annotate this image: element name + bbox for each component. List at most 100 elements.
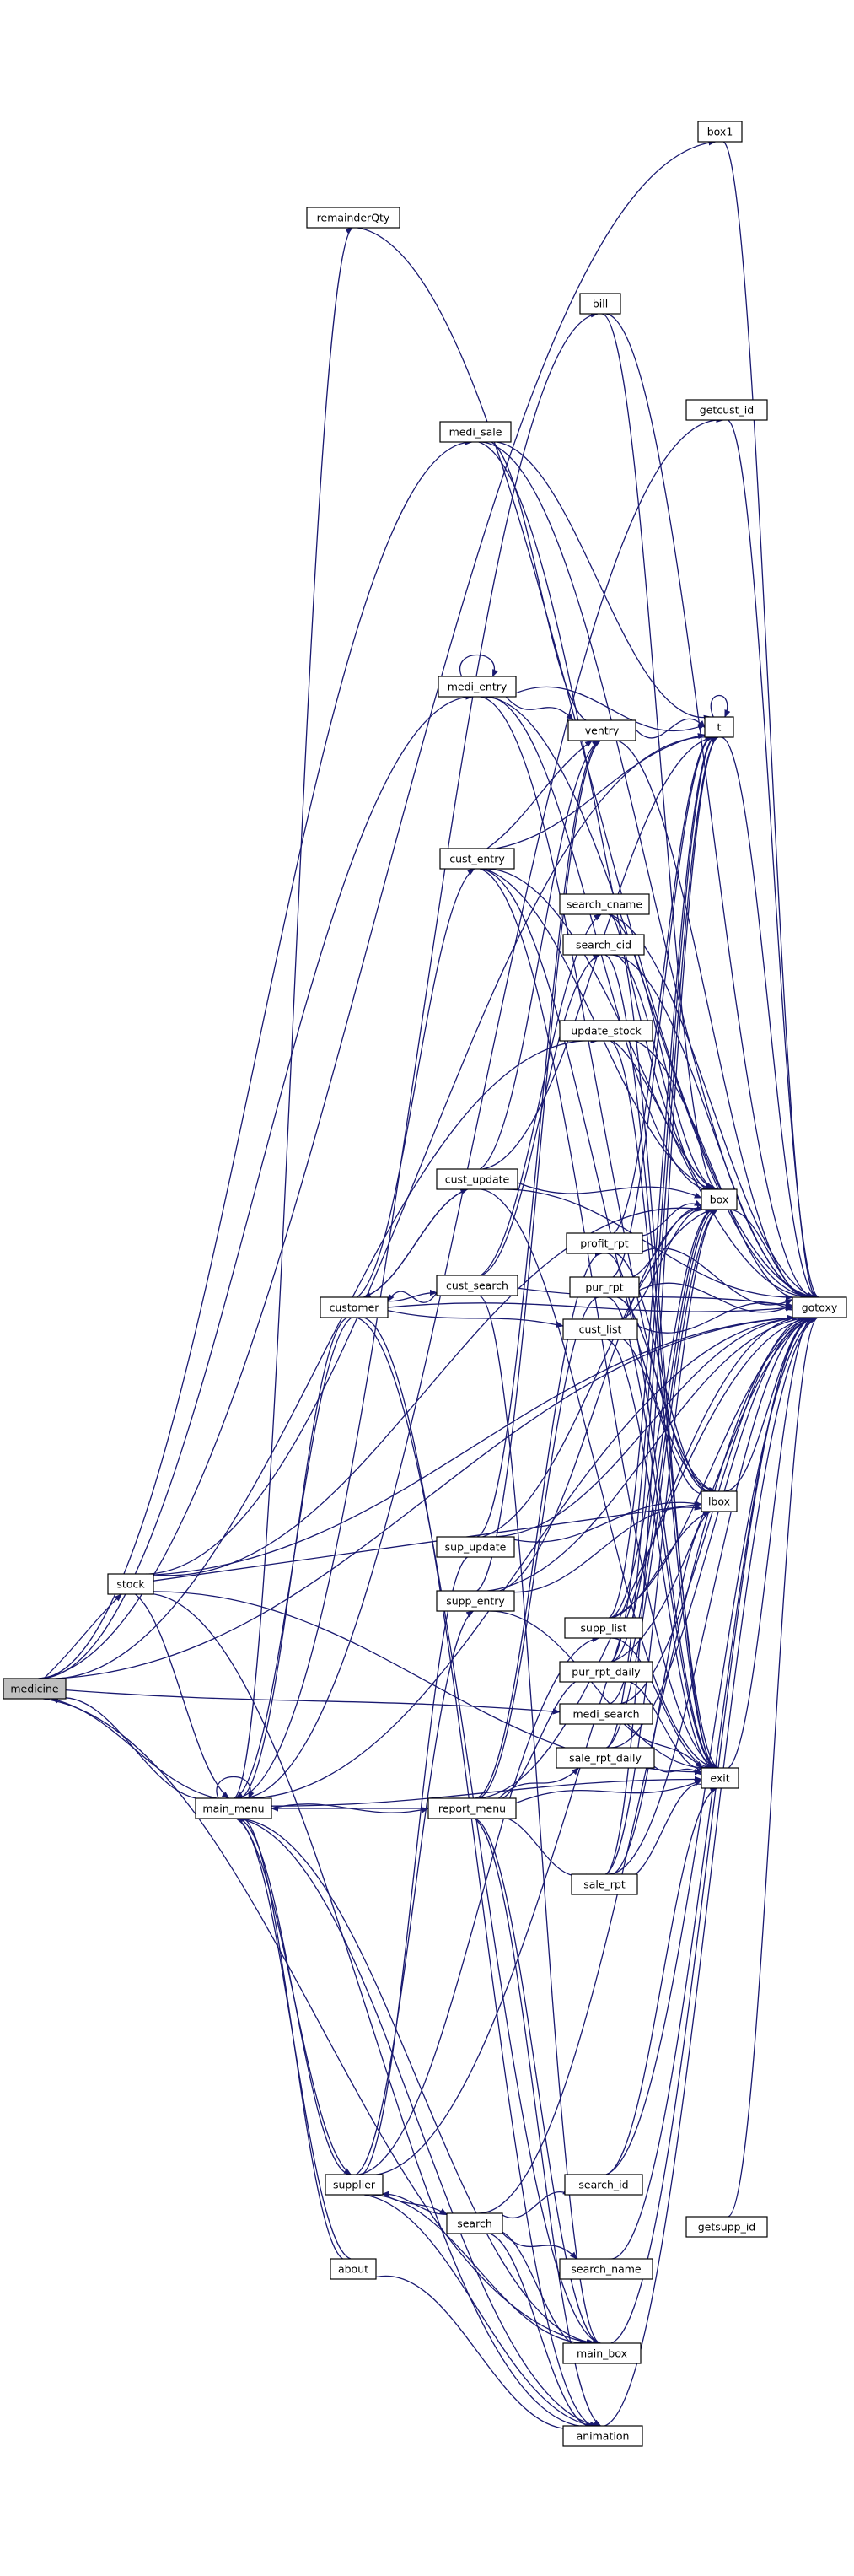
- node-box: [306, 207, 400, 229]
- node-customer[interactable]: customer: [320, 1296, 389, 1318]
- edge-cust_search-to-customer: [387, 1291, 438, 1303]
- edge-medicine-to-box1: [39, 139, 717, 1679]
- node-bill[interactable]: bill: [579, 293, 621, 315]
- edge-getsupp_id-to-gotoxy: [727, 1314, 819, 2218]
- edge-main_menu-to-main_menu: [216, 1776, 255, 1799]
- node-t[interactable]: t: [704, 716, 734, 738]
- node-sup-update[interactable]: sup_update: [436, 1536, 515, 1558]
- node-update-stock[interactable]: update_stock: [559, 1020, 653, 1042]
- node-profit-rpt[interactable]: profit_rpt: [566, 1232, 643, 1254]
- edge-medi_sale-to-gotoxy: [479, 441, 817, 1301]
- node-label: sale_rpt_daily: [569, 1752, 642, 1765]
- node-stock[interactable]: stock: [107, 1573, 154, 1595]
- node-gotoxy[interactable]: gotoxy: [792, 1296, 847, 1318]
- node-ventry[interactable]: ventry: [567, 719, 636, 741]
- edge-pur_rpt_daily-to-box: [608, 1204, 717, 1663]
- node-supp-entry[interactable]: supp_entry: [436, 1590, 515, 1612]
- node-label: pur_rpt_daily: [572, 1666, 641, 1679]
- edge-medicine-to-medi_sale: [38, 439, 473, 1679]
- node-medicine[interactable]: medicine: [3, 1678, 67, 1700]
- edge-pur_rpt_daily-to-t: [607, 730, 719, 1663]
- node-box: [330, 2258, 377, 2280]
- edge-supp_entry-to-exit: [489, 1610, 707, 1771]
- node-label: getcust_id: [700, 404, 754, 417]
- node-box: [701, 1767, 739, 1789]
- node-box: [436, 1168, 518, 1190]
- node-search-cname[interactable]: search_cname: [559, 893, 650, 915]
- node-box: [559, 2258, 653, 2280]
- node-label: exit: [710, 1772, 729, 1785]
- node-medi-sale[interactable]: medi_sale: [439, 421, 512, 443]
- node-sale-rpt[interactable]: sale_rpt: [571, 1873, 638, 1895]
- node-pur-rpt-daily[interactable]: pur_rpt_daily: [559, 1661, 653, 1683]
- node-supplier[interactable]: supplier: [325, 2174, 384, 2196]
- node-medi-search[interactable]: medi_search: [559, 1703, 653, 1725]
- edge-medi_sale-to-box: [478, 441, 717, 1190]
- node-cust-update[interactable]: cust_update: [436, 1168, 518, 1190]
- edge-supplier-to-main_box: [368, 2194, 588, 2347]
- edge-cust_update-to-customer: [363, 1188, 468, 1298]
- edge-sup_update-to-ventry: [476, 740, 601, 1538]
- node-cust-search[interactable]: cust_search: [436, 1275, 518, 1296]
- edge-supplier-to-main_menu: [235, 1815, 352, 2175]
- node-main-menu[interactable]: main_menu: [195, 1797, 272, 1819]
- node-about[interactable]: about: [330, 2258, 377, 2280]
- node-label: medicine: [10, 1683, 59, 1695]
- edge-supp_list-to-gotoxy: [610, 1317, 814, 1619]
- node-search-name[interactable]: search_name: [559, 2258, 653, 2280]
- node-box[interactable]: box: [701, 1188, 738, 1210]
- edge-stock-to-gotoxy: [153, 1314, 796, 1576]
- node-sale-rpt-daily[interactable]: sale_rpt_daily: [556, 1747, 655, 1769]
- node-box: [325, 2174, 384, 2196]
- node-remainderQty[interactable]: remainderQty: [306, 207, 400, 229]
- node-search-cid[interactable]: search_cid: [562, 934, 645, 956]
- edge-supplier-to-gotoxy: [359, 1313, 815, 2176]
- node-box: [195, 1797, 272, 1819]
- node-cust-entry[interactable]: cust_entry: [439, 848, 515, 870]
- node-label: sup_update: [445, 1541, 507, 1554]
- edge-supp_list-to-lbox: [612, 1511, 711, 1619]
- node-supp-list[interactable]: supp_list: [564, 1617, 643, 1639]
- node-animation[interactable]: animation: [562, 2425, 643, 2447]
- edge-exit-to-gotoxy: [722, 1311, 819, 1770]
- edge-customer-to-animation: [356, 1317, 602, 2431]
- node-box: [439, 421, 512, 443]
- node-getsupp-id[interactable]: getsupp_id: [685, 2216, 768, 2238]
- node-report-menu[interactable]: report_menu: [427, 1797, 517, 1819]
- node-exit[interactable]: exit: [701, 1767, 739, 1789]
- edge-customer-to-cust_entry: [356, 868, 475, 1298]
- edge-search_id-to-exit: [606, 1787, 718, 2175]
- node-label: remainderQty: [317, 212, 390, 224]
- node-cust-list[interactable]: cust_list: [562, 1318, 638, 1340]
- node-box: [320, 1296, 389, 1318]
- edge-main_menu-to-gotoxy: [244, 1314, 808, 1799]
- node-box1[interactable]: box1: [697, 121, 743, 143]
- edge-update_stock-to-box: [612, 1040, 713, 1190]
- node-label: cust_update: [445, 1173, 510, 1186]
- node-search[interactable]: search: [446, 2212, 503, 2234]
- node-medi-entry[interactable]: medi_entry: [438, 676, 517, 698]
- node-box: [564, 2174, 643, 2196]
- node-box: [566, 1232, 643, 1254]
- node-box: [701, 1490, 738, 1512]
- node-box: [701, 1188, 738, 1210]
- edge-search_cname-to-exit: [605, 913, 720, 1775]
- edge-supp_entry-to-ventry: [476, 740, 602, 1592]
- node-pur-rpt[interactable]: pur_rpt: [569, 1276, 640, 1298]
- edge-stock-to-lbox: [153, 1501, 702, 1582]
- edge-sale_rpt-to-box: [605, 1209, 718, 1875]
- node-getcust-id[interactable]: getcust_id: [685, 399, 768, 421]
- node-label: search_id: [578, 2179, 628, 2191]
- edge-box-to-gotoxy: [728, 1209, 811, 1301]
- node-box: [559, 1703, 653, 1725]
- edge-main_menu-to-bill: [235, 311, 599, 1799]
- node-main-box[interactable]: main_box: [562, 2342, 642, 2364]
- edge-medicine-to-update_stock: [43, 1037, 599, 1679]
- node-search-id[interactable]: search_id: [564, 2174, 643, 2196]
- edge-cust_update-to-exit: [481, 1188, 717, 1770]
- edge-sale_rpt_daily-to-t: [606, 736, 719, 1749]
- node-lbox[interactable]: lbox: [701, 1490, 738, 1512]
- node-label: sale_rpt: [583, 1878, 626, 1891]
- edge-pur_rpt-to-t: [606, 730, 718, 1279]
